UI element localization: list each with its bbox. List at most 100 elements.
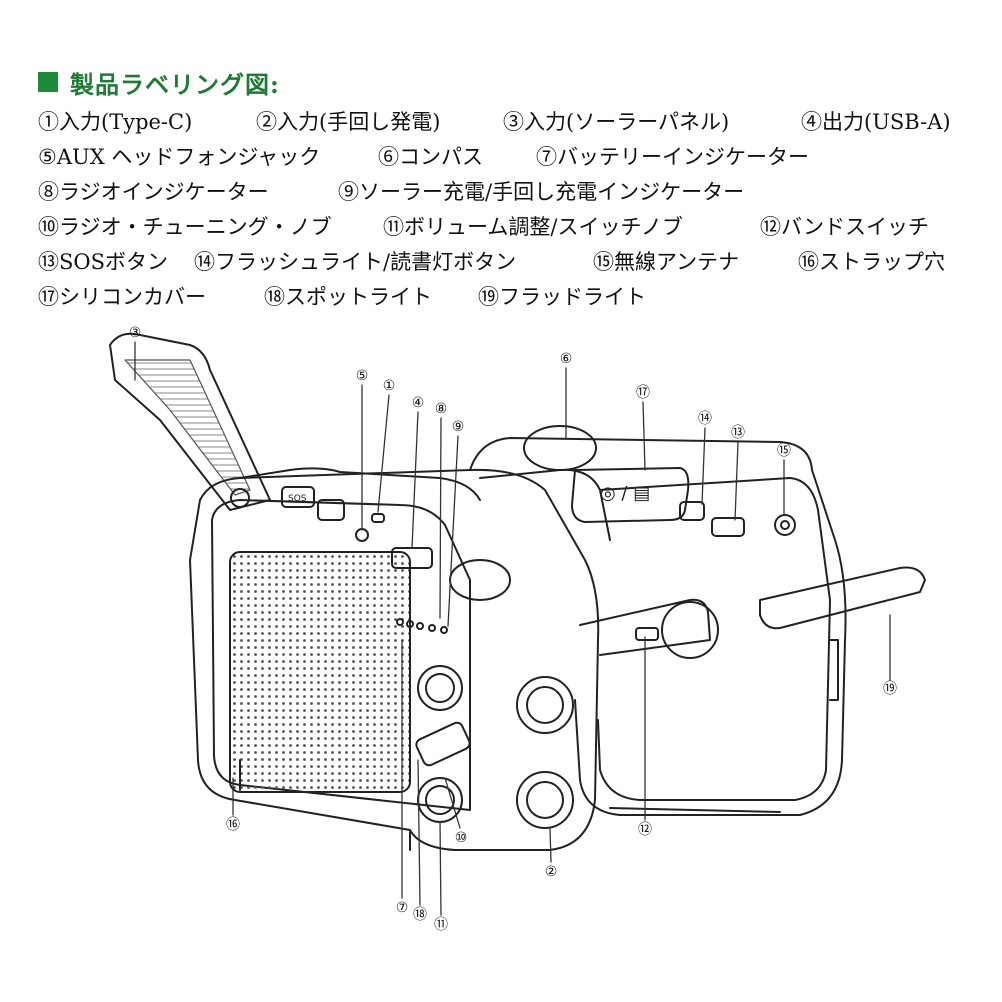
label-item: ④出力(USB-A) bbox=[801, 106, 951, 136]
label-number: ⑪ bbox=[383, 215, 404, 239]
label-text: バンドスイッチ bbox=[781, 215, 930, 239]
leader-line bbox=[642, 401, 646, 471]
label-line-5: ⑬SOSボタン ⑭フラッシュライト/読書灯ボタン ⑮無線アンテナ ⑯ストラップ穴 bbox=[38, 246, 978, 281]
back-bottom-edge bbox=[609, 807, 781, 813]
indicator-led bbox=[416, 622, 424, 630]
label-text: 出力(USB-A) bbox=[822, 110, 951, 134]
callout-number: ⑥ bbox=[560, 351, 573, 367]
indicator-led bbox=[440, 626, 448, 634]
aux-jack bbox=[355, 528, 369, 542]
front-body-outline bbox=[189, 468, 600, 851]
solar-panel-right bbox=[759, 566, 926, 630]
label-line-2: ⑤AUX ヘッドフォンジャック ⑥コンパス ⑦バッテリーインジケーター bbox=[38, 141, 978, 176]
label-item: ⑲フラッドライト bbox=[478, 281, 646, 311]
label-item: ②入力(手回し発電) bbox=[256, 106, 440, 136]
label-text: AUX ヘッドフォンジャック bbox=[56, 145, 321, 169]
label-item: ⑬SOSボタン bbox=[38, 246, 168, 276]
antenna-tip bbox=[780, 520, 790, 530]
label-number: ⑨ bbox=[338, 180, 359, 204]
label-number: ⑮ bbox=[593, 250, 614, 274]
page-title: 製品ラベリング図: bbox=[70, 69, 280, 99]
label-number: ⑫ bbox=[760, 215, 781, 239]
label-item: ⑩ラジオ・チューニング・ノブ bbox=[38, 211, 332, 241]
spotlight bbox=[516, 676, 574, 734]
label-text: フラッシュライト/読書灯ボタン bbox=[215, 250, 517, 274]
label-text: ラジオインジケーター bbox=[59, 180, 269, 204]
label-item: ⑭フラッシュライト/読書灯ボタン bbox=[194, 246, 516, 276]
spotlight-lens bbox=[526, 686, 564, 724]
callout-labels: ③ ⑤ ① ④ ⑧ ⑨ ⑥ ⑰ ⑭ ⑬ ⑮ ⑲ ⑯ ⑦ ⑱ ⑪ ⑩ ② ⑫ bbox=[129, 325, 897, 933]
strap-hole bbox=[230, 488, 250, 508]
leader-lines bbox=[134, 341, 891, 916]
leader-line bbox=[377, 394, 390, 513]
label-item: ③入力(ソーラーパネル) bbox=[503, 106, 729, 136]
compass bbox=[523, 425, 597, 471]
label-text: スポットライト bbox=[285, 285, 432, 309]
sos-button-back bbox=[711, 517, 745, 537]
label-item: ⑱スポットライト bbox=[264, 281, 432, 311]
top-sos-button bbox=[281, 486, 315, 508]
callout-number: ⑦ bbox=[396, 900, 409, 916]
callout-number: ⑲ bbox=[883, 681, 897, 697]
floodlight bbox=[516, 771, 574, 829]
title-marker-square bbox=[38, 72, 58, 92]
label-text: シリコンカバー bbox=[59, 285, 206, 309]
label-number: ⑧ bbox=[38, 180, 59, 204]
callout-number: ⑨ bbox=[452, 419, 465, 435]
callout-number: ⑧ bbox=[435, 401, 448, 417]
front-body-inner bbox=[211, 499, 471, 811]
leader-line bbox=[439, 821, 442, 916]
top-compass bbox=[449, 559, 511, 601]
back-side-rib bbox=[829, 639, 839, 701]
leader-line bbox=[734, 441, 739, 521]
label-number: ⑭ bbox=[194, 250, 215, 274]
volume-knob-cap bbox=[425, 785, 455, 815]
leader-line bbox=[444, 777, 461, 829]
callout-number: ④ bbox=[412, 395, 425, 411]
label-list: ①入力(Type-C) ②入力(手回し発電) ③入力(ソーラーパネル) ④出力(… bbox=[38, 106, 978, 316]
label-line-4: ⑩ラジオ・チューニング・ノブ ⑪ボリューム調整/スイッチノブ ⑫バンドスイッチ bbox=[38, 211, 978, 246]
label-text: 入力(Type-C) bbox=[59, 110, 193, 134]
solar-panel-flap bbox=[109, 332, 271, 511]
label-text: 入力(手回し発電) bbox=[277, 110, 441, 134]
speaker-grille bbox=[229, 551, 411, 793]
callout-number: ⑮ bbox=[777, 443, 791, 459]
label-item: ①入力(Type-C) bbox=[38, 106, 192, 136]
label-number: ⑦ bbox=[536, 145, 557, 169]
indicator-led bbox=[396, 618, 404, 626]
label-number: ⑩ bbox=[38, 215, 59, 239]
label-text: 入力(ソーラーパネル) bbox=[524, 110, 730, 134]
radio-back-view: ◎ / ▤ bbox=[469, 425, 926, 816]
label-number: ⑱ bbox=[264, 285, 285, 309]
label-text: バッテリーインジケーター bbox=[557, 145, 809, 169]
label-number: ⑤ bbox=[38, 145, 57, 169]
label-number: ⑲ bbox=[478, 285, 499, 309]
label-item: ⑨ソーラー充電/手回し充電インジケーター bbox=[338, 176, 744, 206]
display-text: ◎ / ▤ bbox=[600, 483, 650, 504]
callout-number: ⑰ bbox=[636, 385, 650, 401]
callout-number: ① bbox=[383, 378, 396, 394]
label-text: ストラップ穴 bbox=[819, 250, 945, 274]
label-line-6: ⑰シリコンカバー ⑱スポットライト ⑲フラッドライト bbox=[38, 281, 978, 316]
antenna-base bbox=[774, 514, 796, 536]
callout-number: ⑩ bbox=[455, 830, 468, 846]
indicator-led bbox=[406, 620, 414, 628]
crank-arm bbox=[579, 598, 711, 656]
label-number: ① bbox=[38, 110, 59, 134]
callout-number: ② bbox=[545, 864, 558, 880]
volume-knob bbox=[417, 777, 463, 823]
callout-number: ⑪ bbox=[434, 917, 448, 933]
label-text: フラッドライト bbox=[499, 285, 646, 309]
label-item: ⑮無線アンテナ bbox=[593, 246, 739, 276]
leader-line bbox=[701, 427, 706, 505]
leader-line bbox=[439, 417, 442, 619]
label-text: 無線アンテナ bbox=[614, 250, 740, 274]
indicator-led bbox=[428, 624, 436, 632]
label-item: ⑤AUX ヘッドフォンジャック bbox=[38, 141, 320, 171]
front-top-surface bbox=[239, 467, 481, 501]
radio-front-view: SOS bbox=[109, 332, 600, 851]
label-number: ④ bbox=[801, 110, 822, 134]
label-item: ⑥コンパス bbox=[378, 141, 483, 171]
back-body-circle bbox=[661, 601, 719, 659]
